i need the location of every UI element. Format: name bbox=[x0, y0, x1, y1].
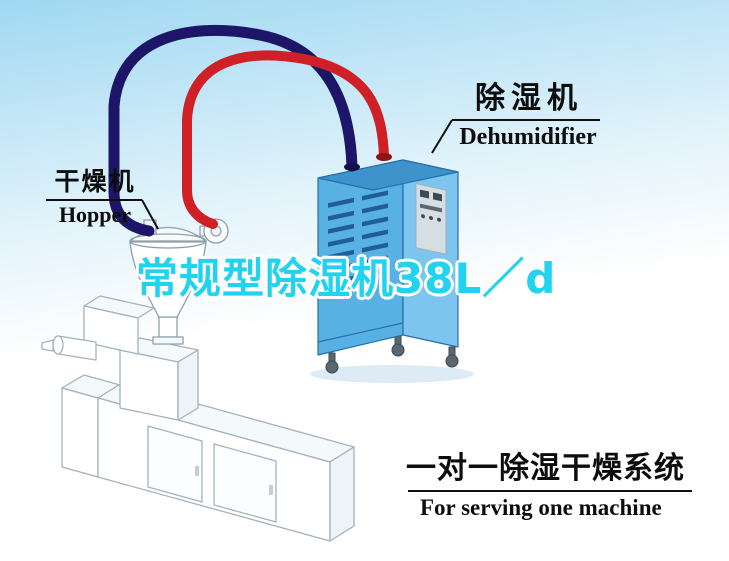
extruder-machine-illustration bbox=[41, 295, 355, 542]
pointer-line-dehumidifier bbox=[431, 119, 600, 154]
caption-cn: 一对一除湿干燥系统 bbox=[406, 451, 685, 486]
control-panel bbox=[415, 183, 447, 255]
blue-return-hose bbox=[108, 24, 358, 237]
vent-grille bbox=[328, 190, 388, 286]
dehumidifier-callout-en: Dehumidifier bbox=[459, 124, 597, 150]
pointer-line-hopper bbox=[46, 199, 159, 230]
red-hose-port bbox=[376, 153, 392, 161]
product-title-overlay: 常规型除湿机38L／d bbox=[136, 254, 557, 303]
blue-hose-port bbox=[344, 163, 360, 171]
hopper-callout-cn: 干燥机 bbox=[54, 167, 136, 196]
callout-lines bbox=[46, 119, 692, 492]
caster-wheels bbox=[325, 335, 459, 374]
red-supply-hose bbox=[182, 50, 389, 229]
machine-top-face bbox=[317, 159, 459, 191]
hopper-dryer-illustration bbox=[129, 218, 229, 345]
dehumidifier-machine-illustration bbox=[310, 159, 474, 383]
hopper-callout-en: Hopper bbox=[58, 202, 132, 227]
dehumidifier-callout-cn: 除湿机 bbox=[475, 81, 583, 116]
hose-pipes bbox=[108, 24, 392, 237]
machine-shadow bbox=[310, 365, 474, 383]
caption-en: For serving one machine bbox=[420, 495, 662, 520]
